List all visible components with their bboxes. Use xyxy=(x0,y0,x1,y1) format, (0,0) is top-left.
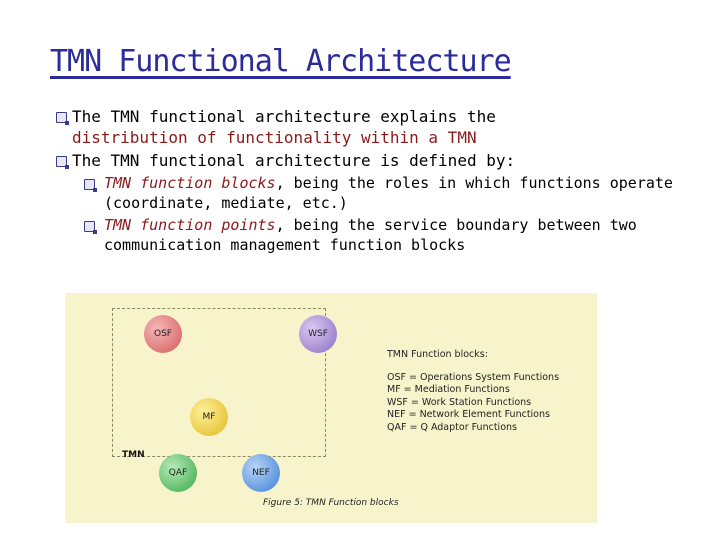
legend-item: WSF = Work Station Functions xyxy=(387,396,532,408)
bullet-icon xyxy=(84,179,97,192)
mf-block: MF xyxy=(190,398,228,436)
tmn-label: TMN xyxy=(122,450,145,460)
legend-title: TMN Function blocks: xyxy=(387,349,488,360)
osf-block: OSF xyxy=(144,315,182,353)
bullet-item: The TMN functional architecture explains… xyxy=(14,106,714,148)
nef-block: NEF xyxy=(242,454,280,492)
sub-bullet-item: TMN function points, being the service b… xyxy=(14,215,714,255)
sub-bullet-text: , being the service boundary between two… xyxy=(104,216,637,254)
bullet-text: The TMN functional architecture is defin… xyxy=(72,151,516,170)
function-blocks-legend: TMN Function blocks: OSF = Operations Sy… xyxy=(387,349,559,434)
bullet-text-highlight: distribution of functionality within a T… xyxy=(72,128,477,147)
bullet-list: The TMN functional architecture explains… xyxy=(14,106,714,257)
bullet-icon xyxy=(84,221,97,234)
legend-item: OSF = Operations System Functions xyxy=(387,371,560,383)
slide-title: TMN Functional Architecture xyxy=(50,44,512,79)
wsf-block: WSF xyxy=(299,315,337,353)
tmn-function-blocks-figure: OSF WSF MF QAF NEF TMN TMN Function bloc… xyxy=(65,293,597,523)
sub-bullet-text: , being the roles in which functions ope… xyxy=(104,174,673,212)
bullet-icon xyxy=(56,112,69,125)
figure-caption: Figure 5: TMN Function blocks xyxy=(263,498,399,508)
bullet-item: The TMN functional architecture is defin… xyxy=(14,150,714,171)
term-function-points: TMN function points xyxy=(104,216,276,234)
sub-bullet-item: TMN function blocks, being the roles in … xyxy=(14,173,714,213)
term-function-blocks: TMN function blocks xyxy=(104,174,276,192)
legend-item: QAF = Q Adaptor Functions xyxy=(387,421,517,433)
legend-item: MF = Mediation Functions xyxy=(387,384,510,395)
qaf-block: QAF xyxy=(159,454,197,492)
tmn-boundary xyxy=(112,308,326,457)
legend-item: NEF = Network Element Functions xyxy=(387,409,550,420)
bullet-icon xyxy=(56,156,69,169)
bullet-text: The TMN functional architecture explains… xyxy=(72,107,496,126)
